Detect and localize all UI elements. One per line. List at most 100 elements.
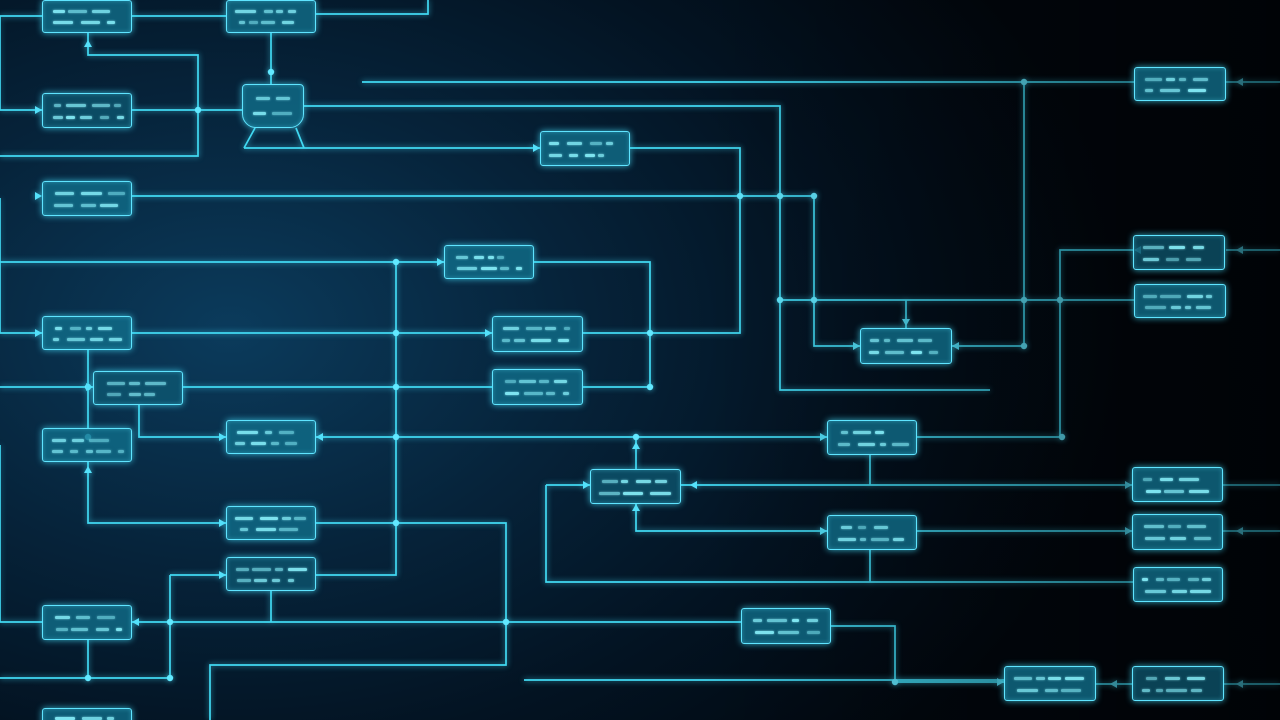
label-glyph (54, 204, 73, 207)
label-glyph (76, 616, 90, 619)
block-4[interactable] (1134, 67, 1226, 101)
block-21[interactable] (827, 515, 917, 550)
label-glyph (474, 256, 484, 259)
block-3[interactable] (42, 93, 132, 128)
label-glyph (275, 568, 283, 571)
block-5[interactable] (540, 131, 630, 166)
label-glyph (1045, 689, 1058, 692)
label-glyph (1061, 689, 1081, 692)
label-glyph (505, 392, 519, 395)
junction-dot (84, 674, 92, 682)
label-glyph (524, 392, 543, 395)
label-glyph (252, 568, 271, 571)
label-glyph (636, 480, 651, 483)
gate-block[interactable] (242, 84, 304, 128)
label-glyph (82, 717, 102, 720)
junction-dot (1056, 296, 1064, 304)
label-glyph (860, 538, 866, 541)
connector-line (831, 625, 1004, 683)
label-glyph (55, 327, 62, 330)
label-glyph (853, 431, 871, 434)
junction-dot (1020, 78, 1028, 86)
arrowhead (902, 319, 910, 326)
arrowhead (583, 481, 590, 489)
block-10[interactable] (42, 316, 132, 350)
label-glyph (767, 619, 787, 622)
label-glyph (567, 142, 582, 145)
block-7[interactable] (444, 245, 534, 279)
label-glyph (56, 628, 68, 631)
label-glyph (1143, 246, 1164, 249)
block-18[interactable] (590, 469, 681, 504)
block-24[interactable] (1133, 567, 1223, 602)
label-glyph (256, 97, 270, 100)
connector-line (295, 127, 305, 149)
label-glyph (549, 142, 559, 145)
label-glyph (1206, 295, 1212, 298)
block-17[interactable] (827, 420, 917, 455)
arrowhead (219, 433, 226, 441)
label-glyph (288, 568, 307, 571)
connector-line (635, 504, 827, 532)
block-23[interactable] (226, 557, 316, 591)
label-glyph (288, 10, 296, 13)
block-2[interactable] (226, 0, 316, 33)
block-13[interactable] (93, 371, 183, 405)
label-glyph (1168, 525, 1181, 528)
label-glyph (1193, 78, 1208, 81)
arrowhead (632, 504, 640, 511)
label-glyph (457, 267, 477, 270)
block-11[interactable] (492, 316, 583, 352)
junction-dot (392, 433, 400, 441)
junction-dot (736, 192, 744, 200)
block-9[interactable] (1134, 284, 1226, 318)
label-glyph (1143, 478, 1152, 481)
block-29[interactable] (42, 708, 132, 720)
block-27[interactable] (1004, 666, 1096, 701)
connector-line (87, 462, 226, 524)
label-glyph (264, 10, 273, 13)
block-26[interactable] (741, 608, 831, 644)
block-28[interactable] (1132, 666, 1224, 701)
block-1[interactable] (42, 0, 132, 33)
label-glyph (545, 327, 556, 330)
label-glyph (1156, 689, 1163, 692)
label-glyph (81, 21, 100, 24)
arrowhead (35, 106, 42, 114)
junction-dot (810, 192, 818, 200)
label-glyph (598, 154, 604, 157)
block-20[interactable] (226, 506, 316, 540)
label-glyph (563, 392, 569, 395)
block-25[interactable] (42, 605, 132, 640)
block-22[interactable] (1132, 514, 1223, 550)
label-glyph (53, 21, 73, 24)
label-glyph (1144, 525, 1164, 528)
block-8[interactable] (1133, 235, 1225, 270)
block-6[interactable] (42, 181, 132, 216)
block-14[interactable] (492, 369, 583, 405)
label-glyph (116, 628, 122, 631)
label-glyph (1172, 590, 1187, 593)
label-glyph (272, 579, 280, 582)
label-glyph (1145, 306, 1166, 309)
label-glyph (265, 431, 272, 434)
block-15[interactable] (226, 420, 316, 454)
label-glyph (1048, 677, 1061, 680)
label-glyph (66, 104, 86, 107)
label-glyph (86, 450, 93, 453)
label-glyph (96, 628, 109, 631)
label-glyph (271, 442, 279, 445)
label-glyph (892, 443, 909, 446)
arrowhead (820, 527, 827, 535)
label-glyph (86, 327, 92, 330)
connector-line (209, 522, 507, 720)
block-16[interactable] (42, 428, 132, 462)
block-19[interactable] (1132, 467, 1223, 502)
label-glyph (885, 351, 904, 354)
arrowhead (316, 433, 323, 441)
block-12[interactable] (860, 328, 952, 364)
label-glyph (1164, 490, 1184, 493)
label-glyph (1160, 295, 1181, 298)
label-glyph (807, 619, 818, 622)
label-glyph (893, 538, 904, 541)
